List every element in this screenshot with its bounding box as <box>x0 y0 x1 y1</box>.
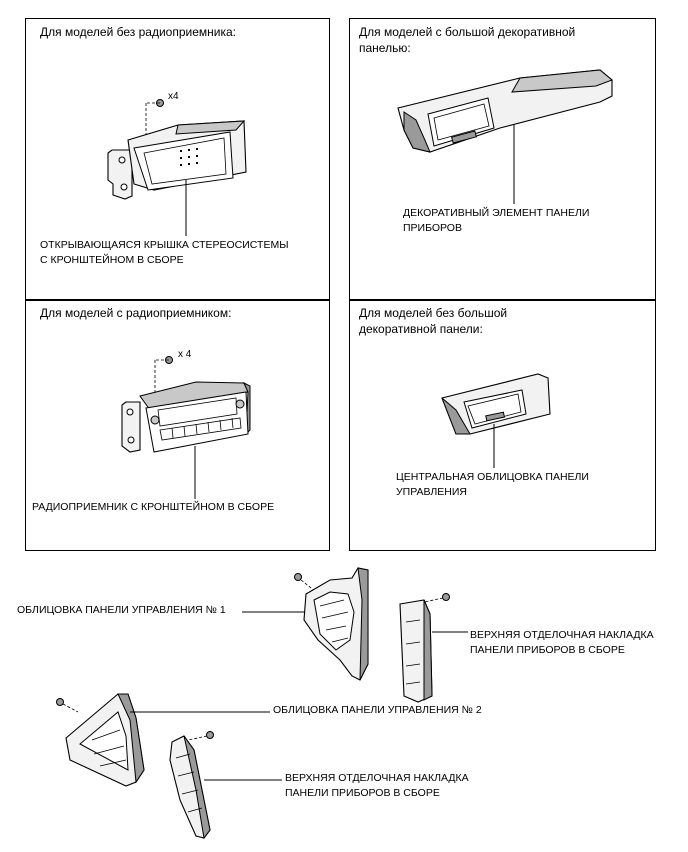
trim-panel-2-illustration <box>56 693 270 787</box>
radio-illustration: x 4 <box>121 349 251 499</box>
caption-radio-bracket: РАДИОПРИЕМНИК С КРОНШТЕЙНОМ В СБОРЕ <box>32 501 275 513</box>
heading-no-large-decorative-line2: декоративной панели: <box>359 322 483 336</box>
label-trim-2: ОБЛИЦОВКА ПАНЕЛИ УПРАВЛЕНИЯ № 2 <box>273 704 482 716</box>
label-upper-trim-bottom-line1: ВЕРХНЯЯ ОТДЕЛОЧНАЯ НАКЛАДКА <box>285 772 469 784</box>
decorative-element-illustration <box>397 69 613 204</box>
panel-no-radio <box>25 18 330 301</box>
heading-with-radio: Для моделей с радиоприемником: <box>40 306 232 320</box>
label-upper-trim-right-line1: ВЕРХНЯЯ ОТДЕЛОЧНАЯ НАКЛАДКА <box>470 629 654 641</box>
panel-no-large-decorative <box>349 299 656 551</box>
clip-icon-2 <box>56 698 64 706</box>
heading-large-decorative-line1: Для моделей с большой декоративной <box>359 25 576 39</box>
label-upper-trim-bottom-line2: ПАНЕЛИ ПРИБОРОВ В СБОРЕ <box>285 787 440 799</box>
caption-decorative-element-line1: ДЕКОРАТИВНЫЙ ЭЛЕМЕНТ ПАНЕЛИ <box>403 207 590 219</box>
qty-label-radio: x 4 <box>178 349 192 360</box>
center-cluster-illustration <box>441 373 551 468</box>
caption-center-cluster-line1: ЦЕНТРАЛЬНАЯ ОБЛИЦОВКА ПАНЕЛИ <box>396 471 589 483</box>
label-trim-1: ОБЛИЦОВКА ПАНЕЛИ УПРАВЛЕНИЯ № 1 <box>17 604 226 616</box>
upper-trim-right-illustration <box>399 593 468 703</box>
upper-trim-bottom-illustration <box>169 731 282 840</box>
screw-icon-upper-right <box>442 593 450 601</box>
caption-center-cluster-line2: УПРАВЛЕНИЯ <box>396 486 468 498</box>
label-upper-trim-right-line2: ПАНЕЛИ ПРИБОРОВ В СБОРЕ <box>470 644 625 656</box>
clip-icon-1 <box>294 573 302 581</box>
caption-stereo-cover-line2: С КРОНШТЕЙНОМ В СБОРЕ <box>40 254 184 266</box>
stereo-cover-illustration: x4 <box>107 91 247 236</box>
heading-large-decorative-line2: панелью: <box>359 41 411 55</box>
caption-stereo-cover-line1: ОТКРЫВАЮЩАЯСЯ КРЫШКА СТЕРЕОСИСТЕМЫ <box>40 239 289 251</box>
panel-large-decorative <box>349 18 656 301</box>
caption-decorative-element-line2: ПРИБОРОВ <box>403 222 462 234</box>
screw-icon-upper-bottom <box>206 731 214 739</box>
trim-panel-1-illustration <box>242 567 369 681</box>
heading-no-large-decorative-line1: Для моделей без большой <box>359 306 508 320</box>
heading-no-radio: Для моделей без радиоприемника: <box>40 25 236 39</box>
qty-label: x4 <box>168 91 179 102</box>
panel-with-radio <box>25 299 330 551</box>
